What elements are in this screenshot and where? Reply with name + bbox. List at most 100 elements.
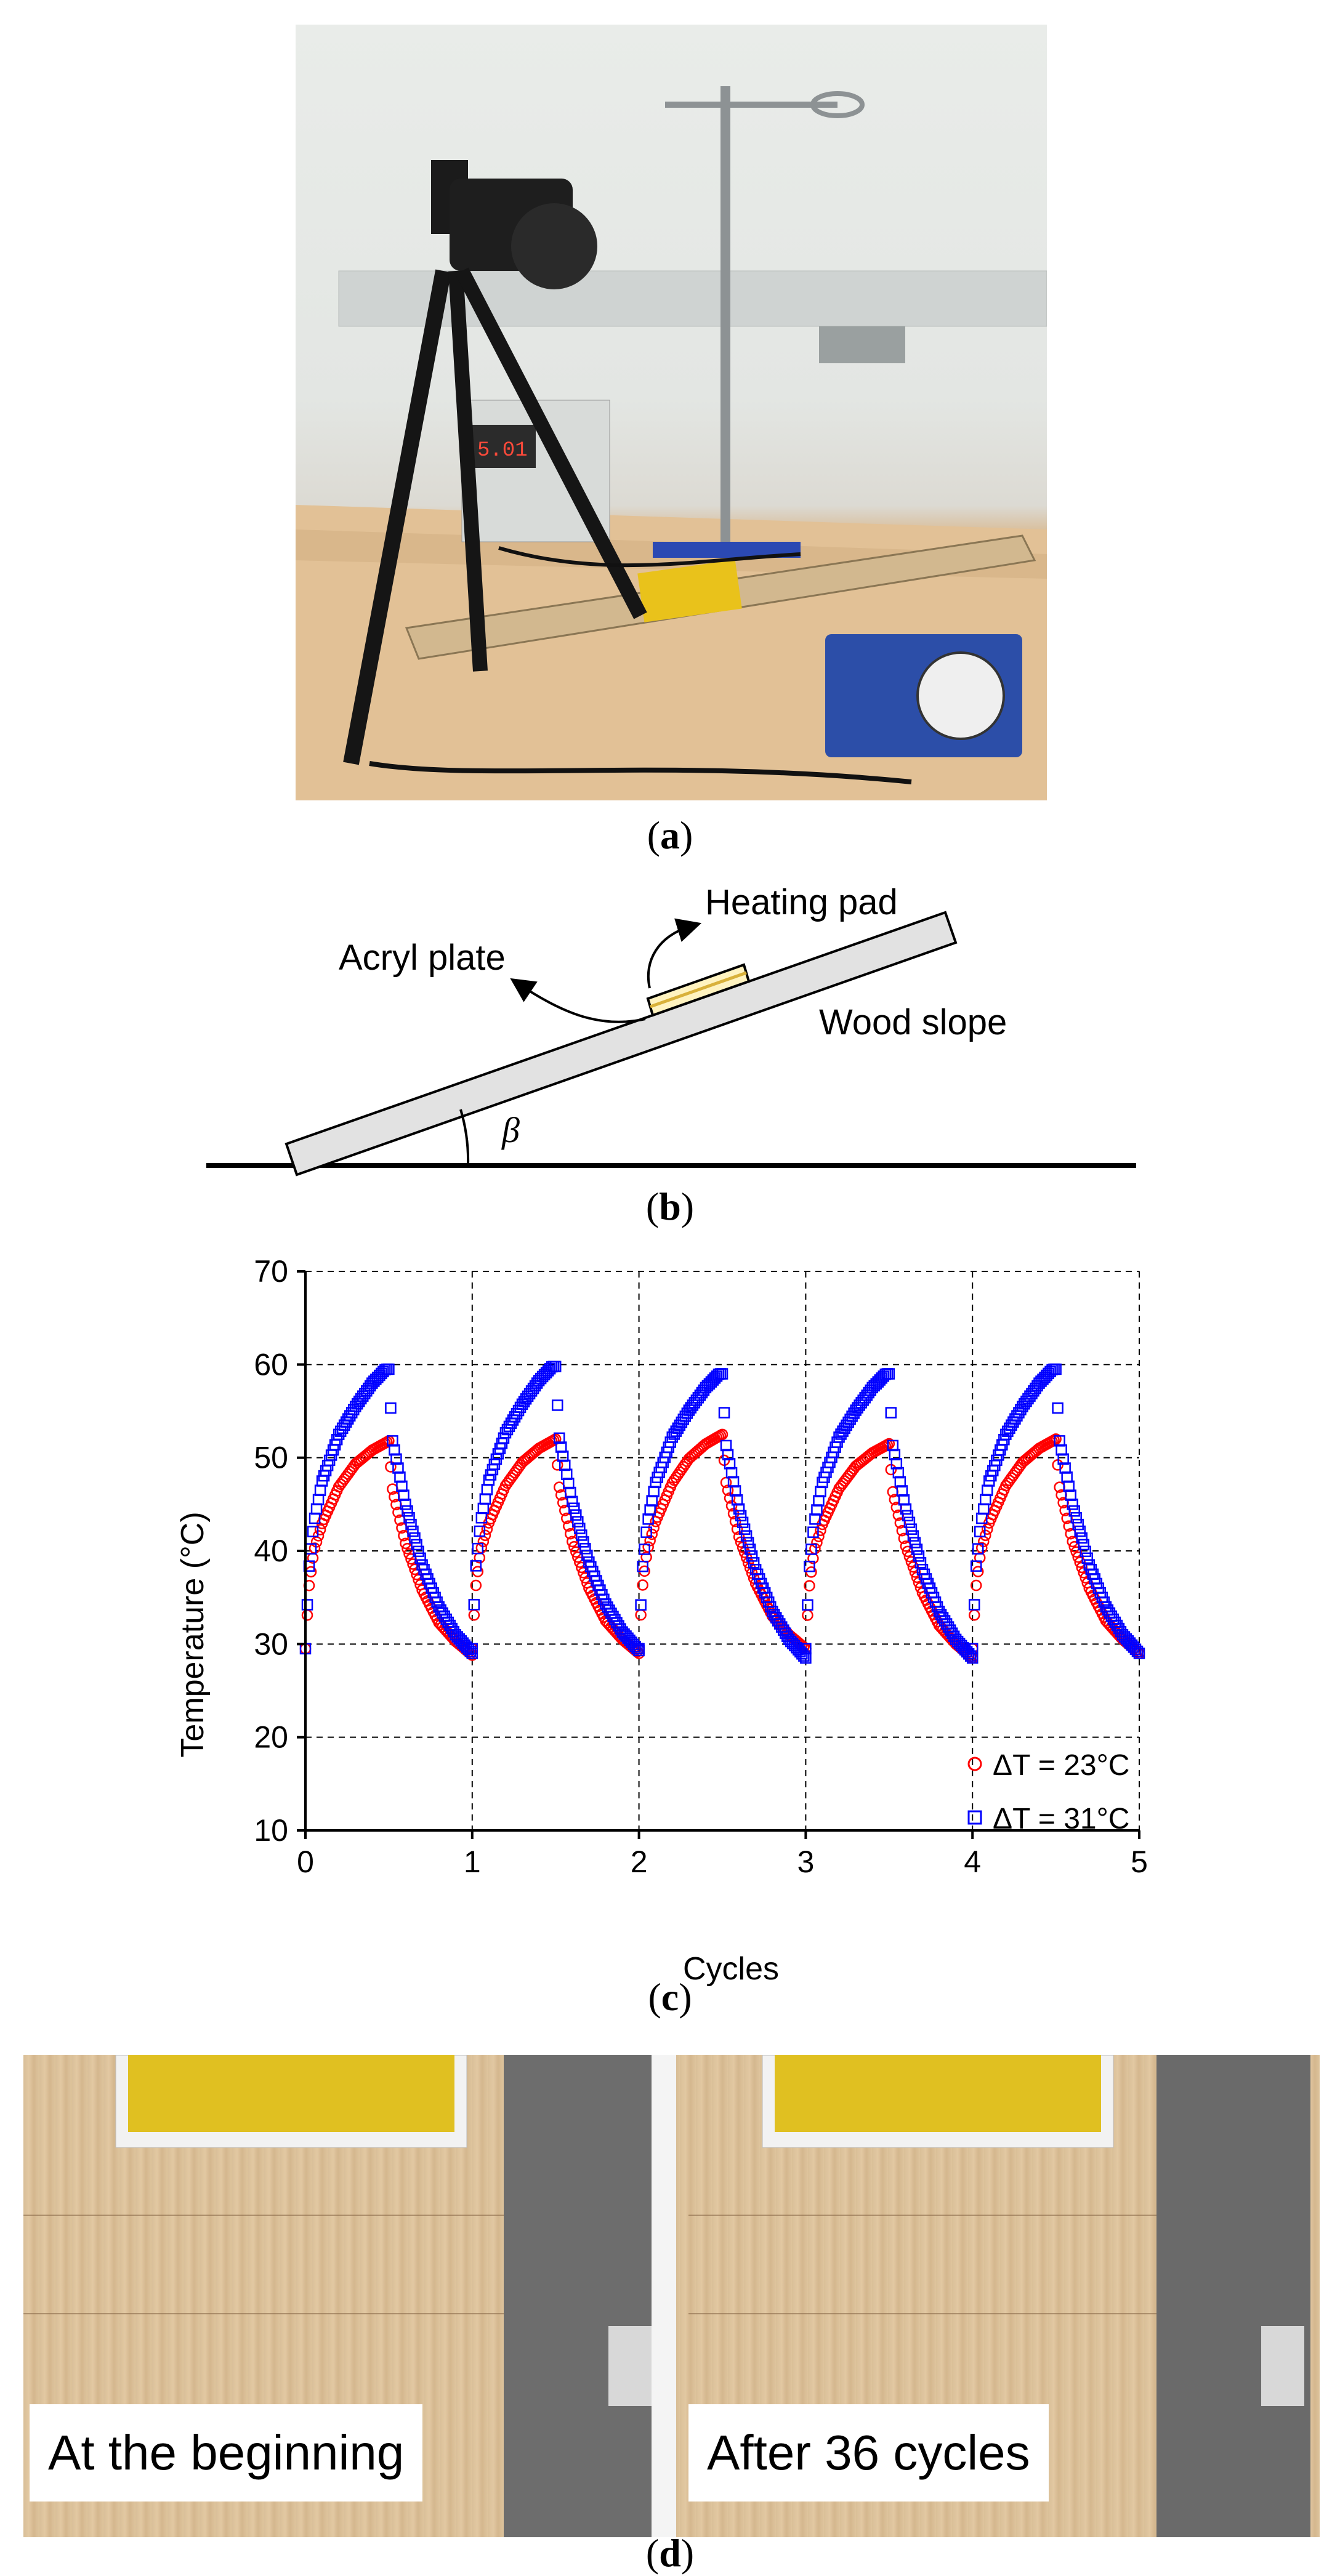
- label-after-36-cycles: After 36 cycles: [688, 2404, 1049, 2502]
- data-point-dt31: [982, 1484, 993, 1496]
- data-point-dt31: [398, 1489, 410, 1501]
- data-point-dt31: [1054, 1435, 1065, 1447]
- data-point-dt31: [392, 1462, 404, 1474]
- data-point-dt31: [1072, 1518, 1084, 1531]
- data-point-dt31: [477, 1502, 490, 1515]
- data-point-dt23: [635, 1609, 647, 1621]
- data-point-dt31: [887, 1439, 899, 1452]
- label-angle-beta: β: [501, 1110, 520, 1150]
- data-point-dt31: [481, 1484, 493, 1495]
- label-at-the-beginning: At the beginning: [30, 2404, 423, 2502]
- data-point-dt31: [1081, 1552, 1094, 1564]
- data-point-dt31: [968, 1599, 980, 1611]
- data-point-dt31: [1080, 1545, 1091, 1558]
- data-point-dt31: [913, 1550, 925, 1562]
- data-point-dt31: [802, 1599, 813, 1611]
- data-point-dt31: [633, 1643, 645, 1655]
- data-point-dt31: [907, 1530, 919, 1542]
- x-tick-label: 4: [964, 1845, 981, 1879]
- data-point-dt31: [411, 1539, 422, 1551]
- data-point-dt31: [307, 1526, 319, 1537]
- data-point-dt31: [572, 1516, 584, 1527]
- data-point-dt31: [742, 1537, 754, 1548]
- data-point-dt31: [746, 1550, 758, 1562]
- wear-photo-illustration: [23, 2055, 1310, 2537]
- data-point-dt31: [561, 1468, 573, 1480]
- data-point-dt31: [574, 1523, 586, 1534]
- acryl-arrow: [510, 978, 646, 1023]
- data-point-dt31: [740, 1530, 753, 1542]
- slope-diagram-svg: Heating pad Acryl plate Wood slope β: [206, 882, 1136, 1177]
- data-point-dt23: [301, 1609, 313, 1621]
- data-point-dt23: [970, 1579, 982, 1592]
- data-point-dt31: [637, 1560, 648, 1572]
- data-point-dt31: [966, 1643, 979, 1655]
- svg-text:5.01: 5.01: [477, 439, 528, 462]
- data-point-dt31: [1076, 1532, 1088, 1544]
- data-point-dt31: [804, 1560, 815, 1572]
- y-tick-label: 10: [254, 1813, 288, 1848]
- data-point-dt31: [555, 1441, 567, 1453]
- chart-ylabel: Temperature (°C): [175, 1511, 211, 1757]
- heating-pad-arrow: [647, 918, 702, 989]
- data-point-dt31: [718, 1407, 730, 1419]
- data-point-dt31: [805, 1544, 817, 1555]
- y-tick-label: 20: [254, 1720, 288, 1755]
- data-point-dt31: [1133, 1648, 1145, 1659]
- x-tick-label: 2: [631, 1845, 648, 1879]
- data-point-dt31: [407, 1525, 419, 1537]
- data-point-dt31: [635, 1599, 647, 1611]
- data-point-dt31: [414, 1552, 426, 1564]
- data-point-dt31: [549, 1361, 562, 1372]
- data-point-dt31: [970, 1560, 982, 1572]
- data-point-dt31: [648, 1486, 660, 1497]
- data-point-dt31: [738, 1523, 751, 1535]
- data-point-dt31: [1067, 1499, 1078, 1510]
- legend-label-23: ΔT = 23°C: [993, 1749, 1129, 1782]
- data-point-dt31: [800, 1643, 812, 1655]
- data-point-dt31: [974, 1526, 986, 1537]
- data-point-dt31: [890, 1458, 903, 1470]
- data-point-dt31: [472, 1542, 484, 1555]
- data-point-dt31: [629, 1640, 641, 1652]
- data-point-dt31: [748, 1557, 760, 1569]
- data-point-dt31: [581, 1549, 593, 1561]
- legend-marker-23: [967, 1757, 982, 1771]
- data-point-dt31: [1074, 1525, 1086, 1537]
- data-point-dt31: [727, 1476, 740, 1488]
- data-point-dt31: [312, 1494, 325, 1506]
- angle-arc: [459, 1109, 470, 1166]
- data-point-dt31: [400, 1499, 411, 1510]
- data-point-dt23: [470, 1579, 482, 1592]
- data-point-dt31: [885, 1407, 897, 1419]
- data-point-dt31: [1065, 1489, 1076, 1501]
- label-wood-slope: Wood slope: [819, 1002, 1007, 1042]
- data-point-dt31: [889, 1449, 901, 1460]
- data-point-dt31: [964, 1650, 977, 1662]
- data-point-dt31: [972, 1543, 984, 1555]
- data-point-dt31: [911, 1544, 923, 1555]
- photo-experimental-setup: 5.01: [296, 25, 1047, 800]
- caption-c: (c): [648, 1975, 692, 2019]
- data-point-dt31: [567, 1495, 578, 1508]
- data-point-dt31: [722, 1449, 734, 1460]
- x-tick-label: 1: [464, 1845, 481, 1879]
- data-point-dt31: [737, 1516, 749, 1529]
- data-point-dt31: [474, 1525, 486, 1537]
- data-point-dt31: [470, 1560, 482, 1572]
- data-point-dt31: [570, 1509, 582, 1521]
- data-point-dt31: [1059, 1462, 1071, 1474]
- data-point-dt31: [479, 1493, 491, 1505]
- data-point-dt23: [567, 1536, 578, 1548]
- y-tick-label: 70: [254, 1254, 288, 1289]
- data-point-dt31: [389, 1444, 400, 1456]
- data-point-dt31: [980, 1494, 991, 1506]
- data-point-dt31: [900, 1503, 912, 1515]
- y-tick-label: 50: [254, 1441, 288, 1475]
- data-point-dt23: [975, 1542, 988, 1554]
- data-point-dt31: [896, 1485, 908, 1497]
- data-point-dt31: [902, 1510, 914, 1522]
- data-point-dt31: [903, 1516, 916, 1529]
- diagram-slope: Heating pad Acryl plate Wood slope β: [0, 868, 1340, 1201]
